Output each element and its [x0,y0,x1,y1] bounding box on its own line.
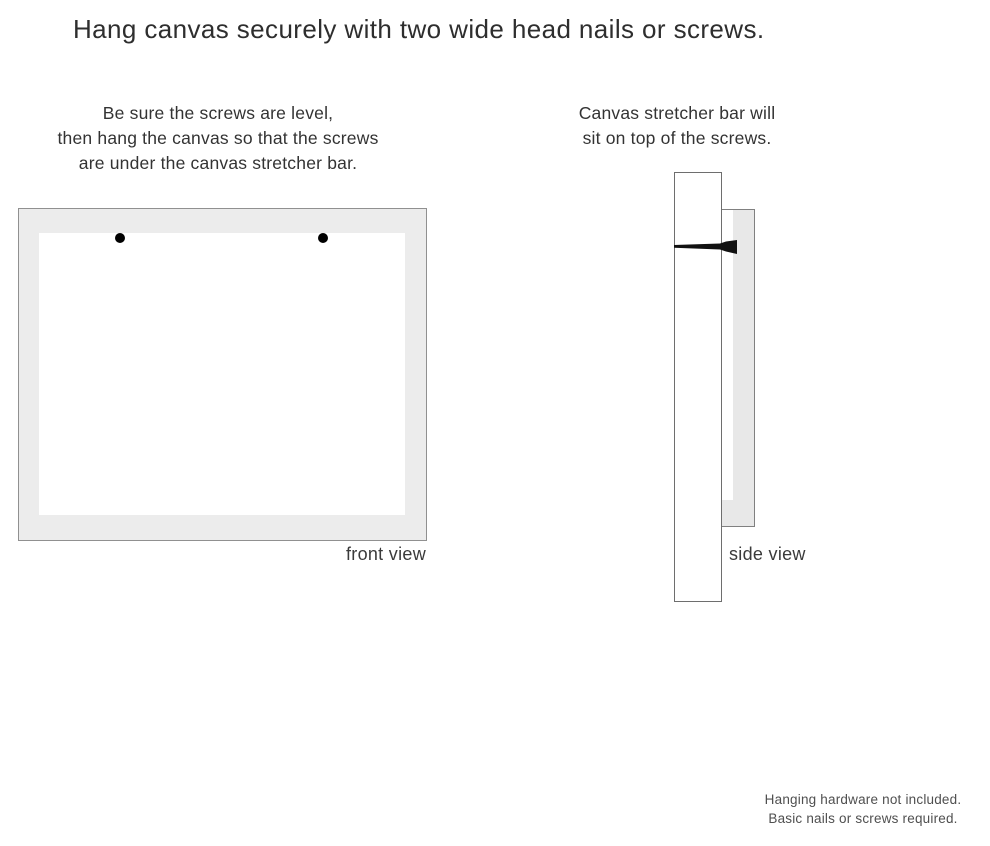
nail-shape [674,240,737,254]
side-view-label: side view [729,544,806,564]
front-view-canvas-face [39,233,405,515]
hardware-note: Hanging hardware not included. Basic nai… [764,792,962,826]
side-view-instruction-text: Canvas stretcher bar will sit on top of … [578,103,776,148]
front-view-label: front view [345,544,426,564]
front-view-instruction-text: Be sure the screws are level, then hang … [57,103,379,173]
page-title: Hang canvas securely with two wide head … [73,14,765,44]
side-view-wall-profile [674,172,722,602]
side-view-canvas-gap [722,210,733,500]
screw-left-dot-icon [115,233,125,243]
front-view-canvas-frame [18,208,427,541]
nail-icon [674,240,737,254]
screw-right-dot-icon [318,233,328,243]
